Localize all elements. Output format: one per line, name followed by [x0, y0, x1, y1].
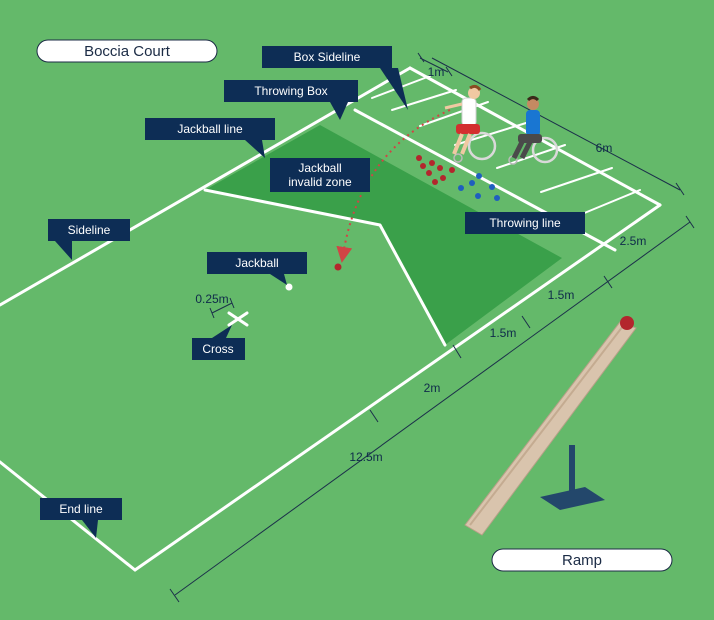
page-title: Boccia Court — [84, 43, 171, 60]
box-divider-2 — [391, 89, 457, 111]
callout-end-line: End line — [40, 498, 122, 538]
dim-zone-gap: 2m — [424, 381, 441, 395]
throw-trajectory — [336, 109, 451, 263]
callout-throwing-line: Throwing line — [465, 212, 585, 234]
dim-right-line — [174, 221, 691, 596]
jackball-ball — [285, 283, 293, 291]
dim-court-length: 12.5m — [349, 450, 382, 464]
svg-text:Jackball: Jackball — [298, 161, 341, 175]
red-balls — [416, 155, 455, 185]
svg-text:Cross: Cross — [202, 342, 233, 356]
svg-text:Jackball: Jackball — [235, 256, 278, 270]
box-divider-6 — [540, 167, 613, 193]
svg-text:End line: End line — [59, 502, 103, 516]
svg-text:Throwing line: Throwing line — [489, 216, 561, 230]
box-divider-5 — [496, 144, 566, 169]
dim-court-width: 6m — [596, 141, 613, 155]
callout-jackball-invalid-zone: Jackball invalid zone — [270, 158, 370, 192]
wheelchair-player-icon — [444, 84, 559, 165]
dim-box-depth: 2.5m — [620, 234, 647, 248]
dim-first-gap: 1.5m — [548, 288, 575, 302]
box-divider-7 — [581, 189, 641, 215]
svg-text:Throwing Box: Throwing Box — [254, 84, 327, 98]
dim-box-width: 1m — [428, 65, 445, 79]
callout-jackball: Jackball — [207, 252, 307, 285]
svg-text:invalid zone: invalid zone — [288, 175, 352, 189]
callout-box-sideline: Box Sideline — [262, 46, 408, 110]
jackball-line — [203, 188, 447, 347]
dim-1m-line — [419, 57, 449, 73]
callout-cross: Cross — [192, 325, 245, 360]
red-ball-landed — [334, 263, 342, 271]
ramp-icon — [464, 316, 637, 536]
svg-text:Sideline: Sideline — [68, 223, 111, 237]
callout-sideline: Sideline — [48, 219, 130, 260]
callout-throwing-box: Throwing Box — [224, 80, 358, 120]
ramp-pill: Ramp — [491, 548, 673, 572]
dimension-lines — [169, 52, 695, 603]
sideline-near — [133, 203, 662, 572]
ramp-label: Ramp — [562, 552, 602, 569]
dim-6m-line — [431, 57, 681, 191]
dim-second-gap: 1.5m — [490, 326, 517, 340]
svg-text:Box Sideline: Box Sideline — [294, 50, 361, 64]
dim-cross-line — [211, 302, 233, 314]
svg-text:Jackball line: Jackball line — [177, 122, 243, 136]
blue-balls — [458, 173, 500, 201]
cross-mark-icon — [227, 311, 249, 327]
dim-cross-offset: 0.25m — [195, 292, 228, 306]
box-divider-3 — [419, 101, 489, 127]
callout-jackball-line: Jackball line — [145, 118, 275, 158]
title-pill: Boccia Court — [36, 39, 218, 63]
